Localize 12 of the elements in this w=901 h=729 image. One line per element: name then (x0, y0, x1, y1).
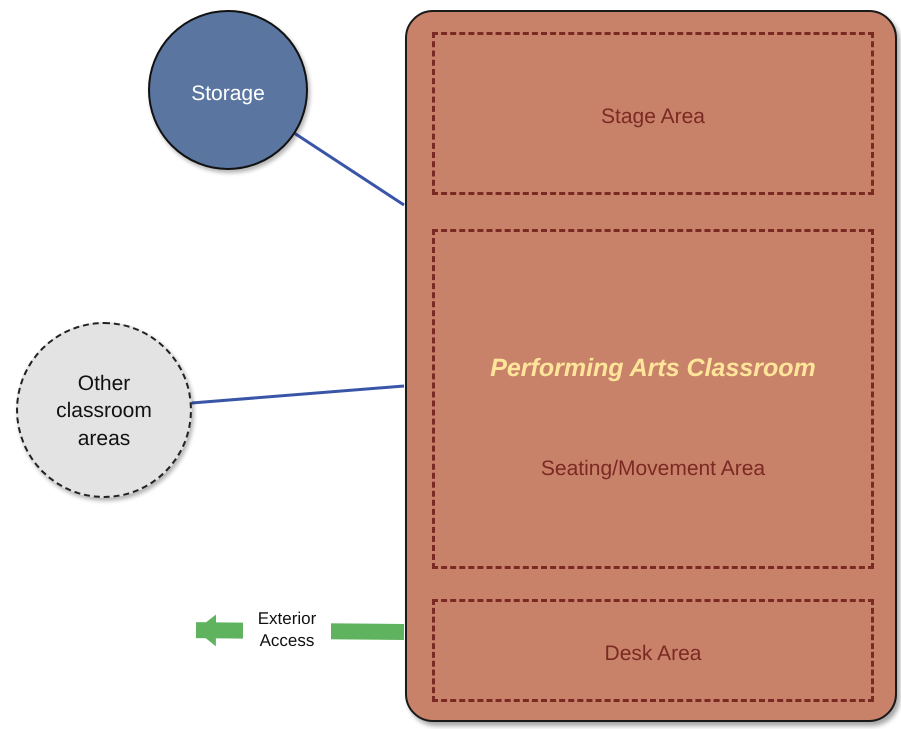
room-title: Performing Arts Classroom (489, 353, 817, 384)
node-label: Seating/Movement Area (540, 456, 766, 482)
node-label: Stage Area (600, 104, 706, 130)
zone-box (432, 229, 874, 569)
connector-line (192, 384, 404, 404)
node-label: Other classroom areas (55, 371, 153, 452)
node-label: Storage (190, 81, 266, 107)
zone-box (432, 599, 874, 702)
node-label: Desk Area (604, 641, 702, 667)
zone-box (432, 32, 874, 195)
connector-line (294, 132, 405, 206)
classroom-box (405, 10, 897, 722)
